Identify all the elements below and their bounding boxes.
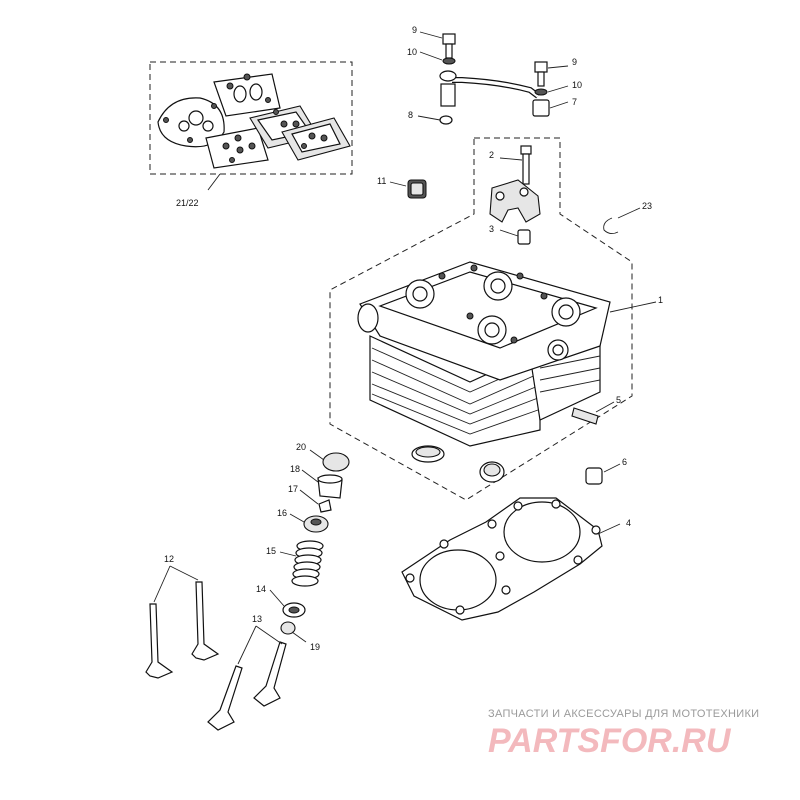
oil-pipe-assembly	[439, 33, 550, 125]
callout-labels: 21/22 9 10 8 9 10 7 2 3 11 23 1 5 6 4 20…	[164, 25, 663, 652]
label-5: 5	[616, 395, 621, 405]
cylinder-head	[357, 261, 611, 447]
label-8: 8	[408, 110, 413, 120]
label-14: 14	[256, 584, 266, 594]
label-2: 2	[489, 150, 494, 160]
label-15: 15	[266, 546, 276, 556]
loose-parts	[401, 407, 603, 621]
label-6: 6	[622, 457, 627, 467]
label-17: 17	[288, 484, 298, 494]
label-9b: 9	[572, 57, 577, 67]
label-3: 3	[489, 224, 494, 234]
label-10b: 10	[572, 80, 582, 90]
label-19: 19	[310, 642, 320, 652]
watermark-logo: PARTSFOR.RU	[488, 722, 732, 760]
gasket-kit-group	[149, 61, 353, 191]
label-1: 1	[658, 295, 663, 305]
watermark: ЗАПЧАСТИ И АКСЕССУАРЫ ДЛЯ МОТОТЕХНИКИ PA…	[488, 708, 759, 760]
label-7: 7	[572, 97, 577, 107]
label-10a: 10	[407, 47, 417, 57]
label-13: 13	[252, 614, 262, 624]
cam-cap-group	[329, 137, 633, 501]
leader-lines	[153, 31, 657, 665]
label-16: 16	[277, 508, 287, 518]
label-11: 11	[377, 176, 386, 186]
valve-train	[145, 452, 350, 731]
label-12: 12	[164, 554, 174, 564]
label-23: 23	[642, 201, 652, 211]
label-4: 4	[626, 518, 631, 528]
label-18: 18	[290, 464, 300, 474]
label-9a: 9	[412, 25, 417, 35]
watermark-tagline: ЗАПЧАСТИ И АКСЕССУАРЫ ДЛЯ МОТОТЕХНИКИ	[488, 708, 759, 720]
label-20: 20	[296, 442, 306, 452]
label-21-22: 21/22	[176, 198, 199, 208]
